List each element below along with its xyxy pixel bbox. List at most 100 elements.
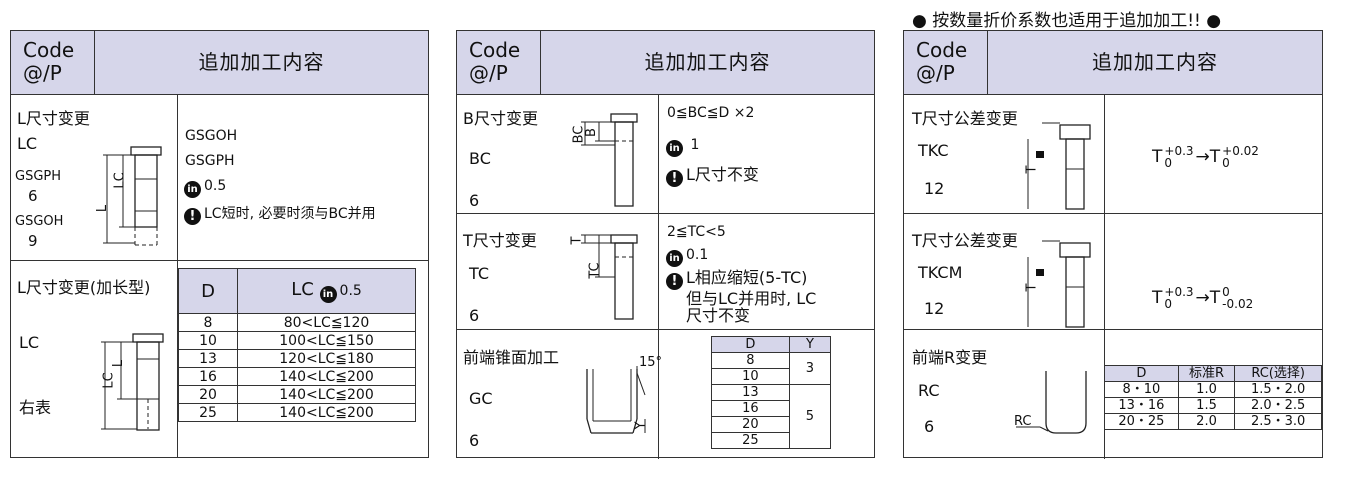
dim-label: LC (101, 372, 117, 389)
col-d: D (711, 336, 790, 353)
col-d: D (178, 268, 238, 314)
col-rc: RC(选择) (1234, 365, 1322, 382)
col-standard-r: 标准R (1177, 365, 1236, 382)
col-d: D (1104, 365, 1179, 382)
table-header: Code@/P 追加加工内容 (11, 31, 428, 95)
row-code: LC (19, 333, 40, 352)
days-icon: in (319, 286, 337, 303)
row-code: GC (469, 389, 493, 408)
days-icon: in (666, 140, 683, 157)
table-header: Code@/P 追加加工内容 (904, 31, 1322, 95)
warning-block: !L相应缩短(5-TC) 但与LC并用时, LC 尺寸不变 (666, 269, 816, 324)
warning-icon: ! (184, 208, 201, 225)
code-header: Code@/P (457, 31, 541, 94)
warning-icon: ! (666, 170, 683, 187)
row-code: RC (918, 381, 940, 400)
row-note: 右表 (19, 398, 52, 417)
desc-line: GSGPH (185, 153, 235, 169)
row-days: 12 (924, 299, 945, 318)
row-name: T尺寸公差变更 (912, 231, 1018, 250)
code-header: Code@/P (11, 31, 95, 94)
condition: 2≦TC<5 (667, 224, 726, 240)
days-icon: in (184, 181, 201, 198)
dim-label: LC (112, 172, 128, 189)
row-name: 前端R变更 (912, 348, 988, 367)
warning-icon: ! (666, 273, 683, 290)
taper-drawing (586, 366, 646, 434)
radius-drawing (1016, 371, 1087, 434)
warning-line: !L尺寸不变 (666, 161, 759, 187)
dim-label: L (95, 204, 111, 213)
code-header: Code@/P (904, 31, 988, 94)
row-name: T尺寸公差变更 (912, 109, 1018, 128)
dim-label: L (111, 359, 127, 368)
table-header: Code@/P 追加加工内容 (457, 31, 874, 95)
dim-label: B (583, 128, 599, 137)
dim-label: T (1024, 283, 1040, 292)
col-y: Y (788, 336, 832, 353)
pin-drawing (103, 146, 162, 246)
dim-label: T (569, 236, 585, 245)
row-code: TKC (918, 141, 949, 160)
variant: GSGPH (15, 169, 62, 184)
pin-drawing (101, 333, 164, 431)
content-header: 追加加工内容 (1092, 50, 1218, 74)
days-icon: in (666, 250, 683, 267)
content-header: 追加加工内容 (198, 50, 325, 74)
row-code: LC (17, 134, 38, 153)
row-name: B尺寸变更 (463, 109, 538, 128)
condition: 0≦BC≦D ×2 (667, 105, 755, 121)
desc-line: GSGOH (185, 128, 238, 144)
row-code: BC (469, 149, 491, 168)
pin-drawing (1027, 122, 1091, 210)
row-days: 6 (469, 431, 480, 450)
dim-label: Y (633, 421, 649, 430)
pin-drawing (581, 234, 638, 320)
row-name: T尺寸变更 (463, 231, 537, 250)
angle-label: 15° (639, 355, 663, 370)
row-name: L尺寸变更 (17, 109, 90, 128)
row-days: 6 (924, 417, 935, 436)
warning-line: !LC短时, 必要时须与BC并用 (184, 203, 376, 225)
panel-bc-tc-gc: Code@/P 追加加工内容 B尺寸变更 BC 6 BC B 0≦BC≦D ×2… (456, 30, 875, 459)
dim-label: TC (587, 262, 603, 279)
dim-label: T (1024, 165, 1040, 174)
table-row: 20 (711, 416, 831, 433)
row-days: 6 (469, 306, 480, 325)
row-code: TKCM (918, 263, 963, 282)
table-row: 16 (711, 400, 831, 417)
pin-drawing (1027, 240, 1091, 328)
variant-days: 9 (28, 232, 38, 250)
table-row: 25 (711, 432, 831, 449)
row-name: 前端锥面加工 (463, 348, 560, 367)
dim-label: RC (1014, 414, 1032, 429)
days-line: in 1 (666, 137, 699, 157)
panel-lc: Code@/P 追加加工内容 L尺寸变更 LC GSGPH 6 GSGOH 9 … (10, 30, 429, 458)
variant: GSGOH (15, 214, 64, 229)
row-code: TC (469, 264, 490, 283)
row-days: 12 (924, 179, 945, 198)
row-name: L尺寸变更(加长型) (17, 278, 151, 297)
row-days: 6 (469, 191, 480, 210)
discount-note: ● 按数量折价系数也适用于追加加工!! ● (912, 11, 1222, 31)
pin-drawing (581, 113, 638, 207)
